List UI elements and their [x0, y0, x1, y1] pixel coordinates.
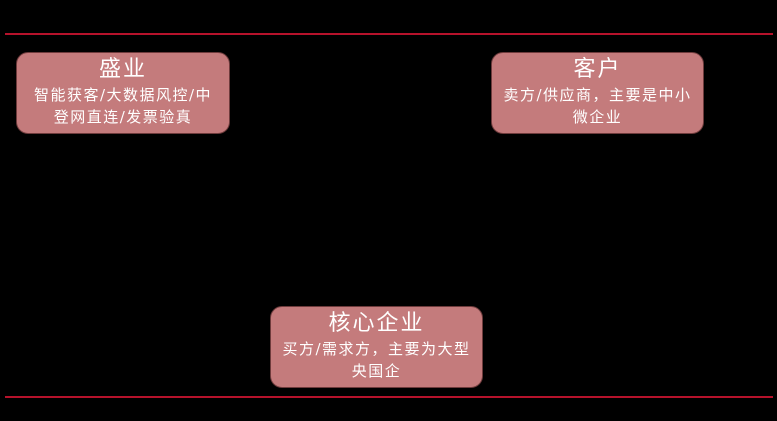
node-description: 智能获客/大数据风控/中登网直连/发票验真: [33, 86, 213, 126]
node-customer: 客户 卖方/供应商，主要是中小微企业: [491, 52, 704, 134]
node-title: 客户: [573, 57, 622, 82]
node-core-enterprise: 核心企业 买方/需求方，主要为大型央国企: [270, 306, 483, 388]
node-description: 卖方/供应商，主要是中小微企业: [503, 86, 692, 126]
node-description: 买方/需求方，主要为大型央国企: [282, 340, 471, 380]
bottom-divider-line: [5, 396, 773, 398]
node-title: 核心企业: [328, 311, 425, 336]
top-divider-line: [5, 33, 773, 35]
node-title: 盛业: [98, 57, 147, 82]
node-shengye: 盛业 智能获客/大数据风控/中登网直连/发票验真: [16, 52, 230, 134]
